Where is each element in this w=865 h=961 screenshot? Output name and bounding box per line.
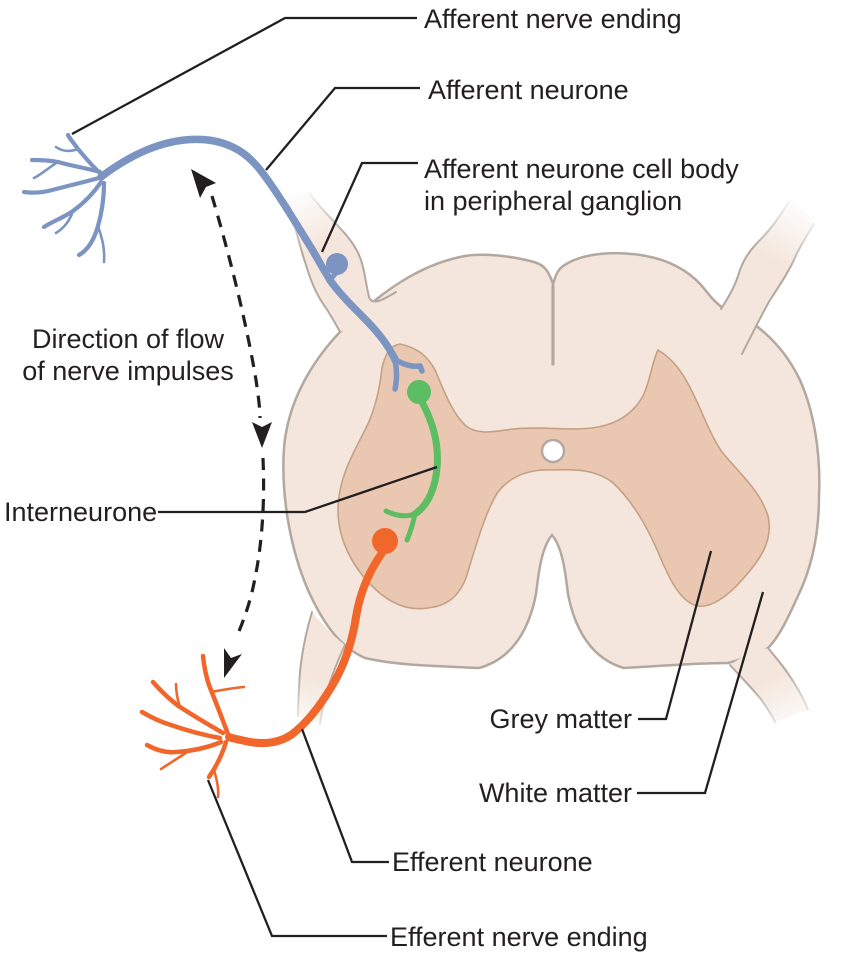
right-dorsal-root-fade [740, 178, 840, 278]
interneurone-terminal-down [404, 511, 418, 543]
label-afferent-neurone: Afferent neurone [428, 75, 629, 105]
grey-matter-region [337, 343, 771, 610]
flow-arrowhead-top [191, 169, 216, 198]
spinal-cord-cross-section [282, 251, 821, 670]
label-efferent-nerve-ending: Efferent nerve ending [390, 922, 648, 952]
flow-arrow-upper-curve [210, 195, 262, 419]
efferent-nerve-ending-dendrites [139, 653, 246, 799]
efferent-axon [225, 549, 386, 748]
flow-arrow-lower-curve [235, 457, 266, 637]
efferent-cell-body [372, 528, 398, 554]
label-interneurone: Interneurone [4, 497, 157, 527]
label-afferent-cell-body-line2: in peripheral ganglion [424, 186, 682, 216]
afferent-neurone-group [21, 132, 425, 392]
label-direction-of-flow-line2: of nerve impulses [22, 356, 234, 386]
label-white-matter: White matter [479, 778, 632, 808]
central-canal [540, 438, 566, 464]
flow-arrow [191, 169, 272, 678]
pointer-interneurone [158, 465, 438, 514]
label-efferent-neurone: Efferent neurone [392, 847, 593, 877]
pointer-grey-matter [638, 550, 713, 721]
label-grey-matter: Grey matter [489, 704, 632, 734]
pointer-afferent-neurone [265, 86, 420, 171]
label-direction-of-flow-line1: Direction of flow [32, 324, 225, 354]
afferent-cell-body [326, 253, 348, 275]
afferent-axon-terminal-down [392, 357, 400, 392]
right-ventral-root-fade [726, 668, 841, 763]
pointer-lines [71, 16, 765, 938]
afferent-axon [97, 135, 399, 364]
flow-arrowhead-middle [252, 422, 272, 448]
pointer-efferent-nerve-ending [206, 779, 387, 938]
nerve-roots [262, 158, 841, 763]
pointer-white-matter [637, 591, 765, 795]
labels: Afferent nerve ending Afferent neurone A… [4, 4, 739, 952]
flow-arrowhead-bottom [224, 648, 242, 678]
pointer-efferent-neurone [300, 728, 389, 864]
interneurone-cell-body [407, 380, 431, 404]
afferent-nerve-ending-dendrites [21, 132, 107, 264]
pointer-afferent-cell-body [320, 161, 418, 253]
label-afferent-nerve-ending: Afferent nerve ending [424, 4, 682, 34]
efferent-neurone-group [139, 528, 398, 799]
pointer-afferent-nerve-ending [71, 16, 417, 136]
label-afferent-cell-body-line1: Afferent neurone cell body [424, 154, 739, 184]
